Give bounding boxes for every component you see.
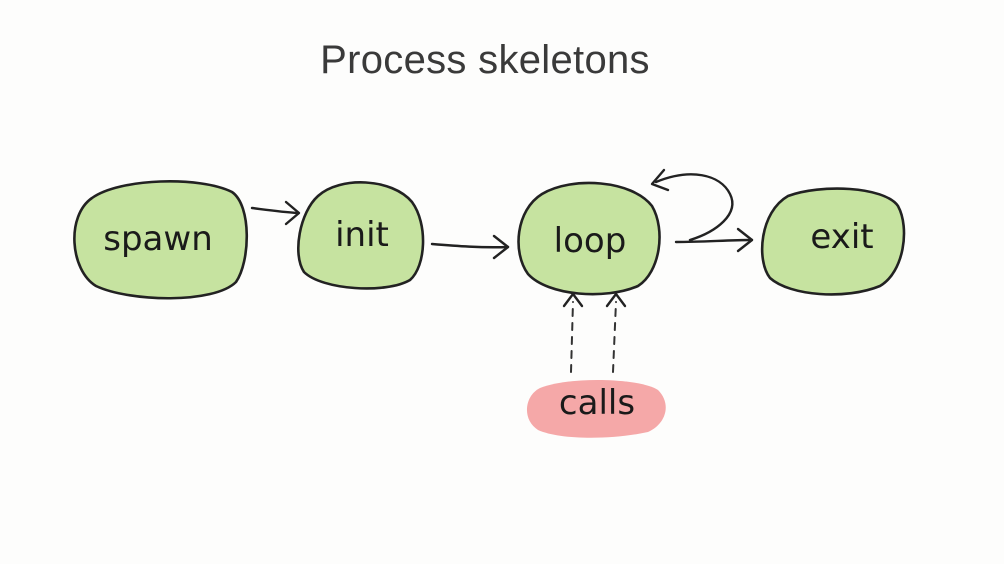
slide-title: Process skeletons [320,38,650,82]
arrow-init-loop [430,234,510,260]
node-exit: exit [760,187,906,296]
calls-label: calls [559,383,635,423]
node-spawn: spawn [73,180,249,300]
arrow-spawn-init [250,200,301,226]
node-exit-shape [760,187,906,296]
node-loop-label: loop [554,221,627,261]
calls-shape [526,379,666,438]
node-spawn-shape [73,180,249,300]
node-exit-label: exit [810,217,873,257]
arrow-loop-exit [674,227,754,253]
node-init-label: init [335,215,389,255]
arrow-loop-self [650,168,734,242]
arrow-calls-loop-left [562,292,584,373]
node-init-shape [297,181,425,290]
node-init: init [297,181,425,290]
node-loop: loop [517,181,661,296]
node-spawn-label: spawn [103,219,213,259]
calls-group: calls [526,379,666,438]
node-loop-shape [517,181,661,296]
arrow-calls-loop-right [605,292,627,373]
